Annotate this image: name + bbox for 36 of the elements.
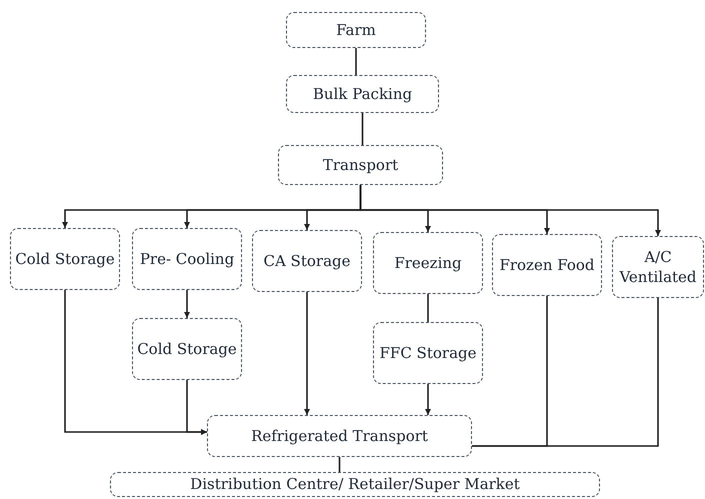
process-box xyxy=(278,145,443,185)
process-box xyxy=(207,415,472,457)
process-box xyxy=(110,472,600,497)
box-label: Pre- Cooling xyxy=(140,248,234,270)
connector-line xyxy=(186,380,207,435)
box-label: Freezing xyxy=(394,252,462,274)
box-label: Refrigerated Transport xyxy=(251,426,428,446)
connector-line xyxy=(355,48,357,75)
box-label: Farm xyxy=(336,20,376,40)
process-box xyxy=(286,75,439,113)
connector-line xyxy=(304,292,310,415)
connector-line xyxy=(362,113,364,145)
box-label: Distribution Centre/ Retailer/Super Market xyxy=(190,474,520,495)
box-label: FFC Storage xyxy=(380,342,476,364)
process-box xyxy=(286,12,426,48)
connector-line xyxy=(184,290,190,318)
process-box xyxy=(252,230,362,292)
box-label: Cold Storage xyxy=(15,248,115,270)
box-label: Bulk Packing xyxy=(312,84,412,104)
box-label: Cold Storage xyxy=(137,338,237,360)
process-box xyxy=(132,318,242,380)
process-box xyxy=(612,236,704,298)
box-label: Transport xyxy=(322,154,398,176)
connector-line xyxy=(427,294,429,322)
connector-line xyxy=(360,185,661,236)
process-box xyxy=(492,234,602,296)
connector-line xyxy=(472,298,659,447)
box-label: A/C Ventilated xyxy=(618,246,698,288)
process-box xyxy=(373,322,483,384)
connector-line xyxy=(338,457,340,472)
box-label: CA Storage xyxy=(263,250,350,272)
box-label: Frozen Food xyxy=(499,254,595,276)
process-box xyxy=(373,232,483,294)
connector-line xyxy=(425,384,431,415)
process-box xyxy=(132,228,242,290)
process-box xyxy=(10,228,120,290)
